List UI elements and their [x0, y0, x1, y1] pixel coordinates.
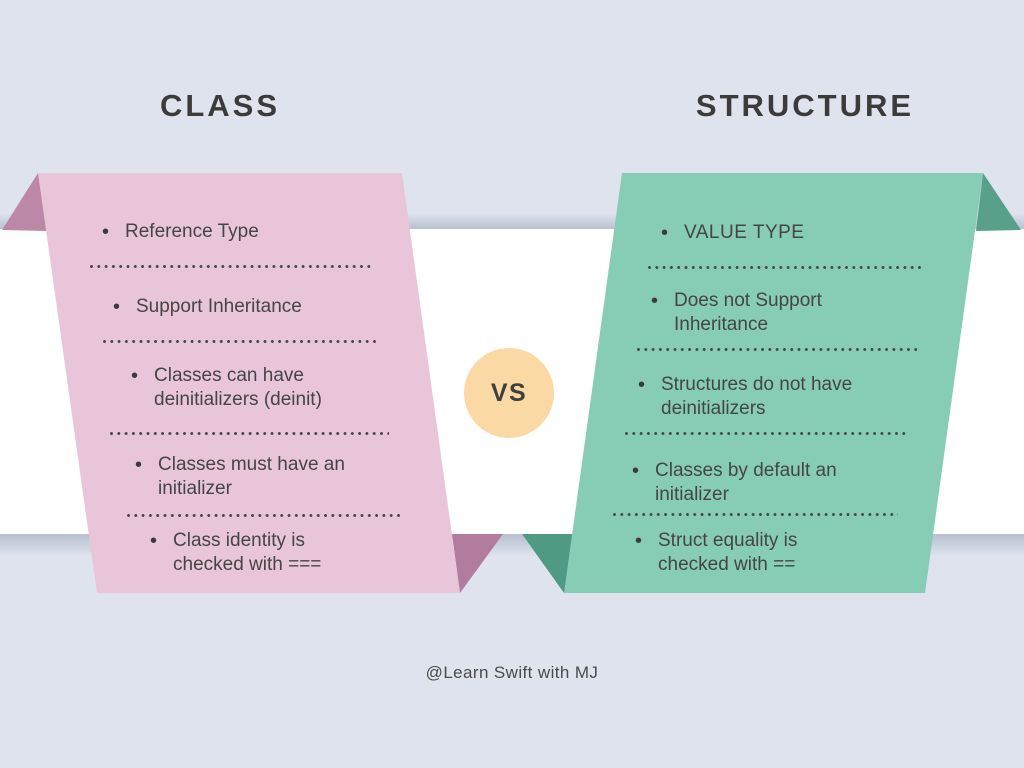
dotted-divider [648, 266, 925, 269]
class-ribbon-fold-bottom [452, 534, 503, 593]
bullet-icon: • [102, 221, 110, 243]
bullet-icon: • [150, 530, 158, 552]
bullet-icon: • [113, 296, 121, 318]
dotted-divider [625, 432, 907, 435]
credit-text: @Learn Swift with MJ [425, 663, 599, 682]
structure-ribbon-fold-top [976, 173, 1021, 231]
dotted-divider [127, 514, 404, 517]
dotted-divider [613, 513, 898, 516]
structure-ribbon [564, 173, 983, 593]
class-item-text: Support Inheritance [136, 296, 302, 317]
vs-label: VS [490, 378, 528, 407]
bullet-icon: • [635, 530, 643, 552]
bullet-icon: • [651, 290, 659, 312]
structure-item-text: Structures do not have [661, 374, 853, 395]
class-list-item: • Support Inheritance [113, 295, 302, 319]
structure-list-item: • VALUE TYPE [661, 221, 804, 245]
structure-item-text: VALUE TYPE [684, 222, 805, 243]
structure-ribbon-fold-bottom [522, 534, 577, 593]
bullet-icon: • [661, 222, 669, 244]
dotted-divider [637, 348, 917, 351]
class-title: CLASS [159, 88, 281, 123]
structure-item-text: Classes by default an [655, 460, 837, 481]
bullet-icon: • [632, 460, 640, 482]
class-item-text: Reference Type [125, 221, 259, 242]
bullet-icon: • [638, 374, 646, 396]
structure-title: STRUCTURE [695, 88, 915, 123]
class-ribbon-fold-top [2, 173, 47, 231]
bullet-icon: • [131, 365, 139, 387]
dotted-divider [110, 432, 389, 435]
dotted-divider [90, 265, 371, 268]
class-list-item: • Reference Type [102, 220, 259, 244]
class-item-text: Class identity is [173, 530, 305, 551]
structure-item-text: Struct equality is [658, 530, 798, 551]
class-item-text: Classes must have an [158, 454, 345, 475]
dotted-divider [103, 340, 378, 343]
class-ribbon [38, 173, 460, 593]
vs-badge: VS [464, 348, 554, 438]
bullet-icon: • [135, 454, 143, 476]
structure-item-text: Does not Support [674, 290, 822, 311]
class-item-text: Classes can have [154, 365, 304, 386]
